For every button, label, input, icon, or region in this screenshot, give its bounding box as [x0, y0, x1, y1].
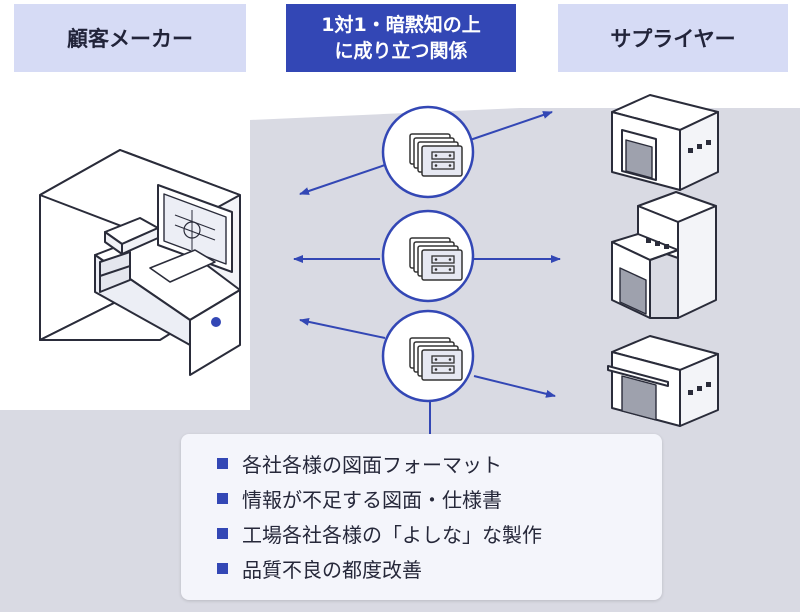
drawing-document-icon [409, 133, 463, 177]
bullet-square-icon [217, 528, 228, 539]
factory-building-icon [611, 94, 719, 191]
drawing-badge-bottom [381, 309, 475, 403]
issue-text: 各社各様の図面フォーマット [242, 453, 502, 477]
office-desk-computer-icon [39, 149, 241, 376]
relationship-label-line2: に成り立つ関係 [334, 40, 468, 62]
bullet-square-icon [217, 493, 228, 504]
drawing-badge-top [381, 105, 475, 199]
arrow-bottom [299, 317, 556, 398]
drawing-document-icon [409, 337, 463, 381]
relationship-header: 1対1・暗黙知の上 に成り立つ関係 [286, 4, 516, 72]
customer-maker-header: 顧客メーカー [14, 4, 246, 72]
issue-item: 情報が不足する図面・仕様書 [217, 481, 662, 516]
bullet-square-icon [217, 458, 228, 469]
factory-building-icon [611, 191, 717, 319]
issue-item: 各社各様の図面フォーマット [217, 446, 662, 481]
drawing-badge-middle [381, 209, 475, 303]
drawing-document-icon [409, 237, 463, 281]
issue-item: 品質不良の都度改善 [217, 551, 662, 586]
supplier-label: サプライヤー [610, 27, 736, 51]
factory-building-icon [607, 335, 719, 427]
relationship-label-line1: 1対1・暗黙知の上 [321, 14, 481, 36]
bullet-square-icon [217, 563, 228, 574]
issues-list: 各社各様の図面フォーマット 情報が不足する図面・仕様書 工場各社各様の「よしな」… [181, 434, 662, 586]
issue-text: 情報が不足する図面・仕様書 [242, 488, 502, 512]
issue-text: 品質不良の都度改善 [242, 558, 422, 582]
issue-item: 工場各社各様の「よしな」な製作 [217, 516, 662, 551]
issues-box: 各社各様の図面フォーマット 情報が不足する図面・仕様書 工場各社各様の「よしな」… [181, 434, 662, 600]
issue-text: 工場各社各様の「よしな」な製作 [242, 523, 542, 547]
customer-maker-label: 顧客メーカー [67, 27, 193, 51]
arrow-top [299, 111, 553, 195]
supplier-header: サプライヤー [558, 4, 788, 72]
